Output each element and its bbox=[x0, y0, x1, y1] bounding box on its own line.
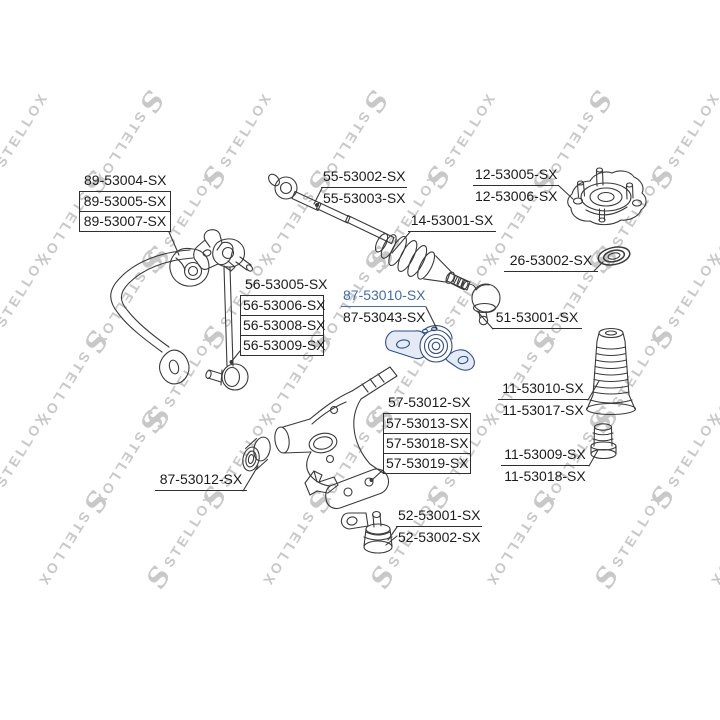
part-number: 57-53013-SX bbox=[386, 415, 469, 431]
part-number: 11-53017-SX bbox=[502, 402, 584, 418]
label-group-bump-stop: 11-53009-SX 11-53018-SX bbox=[501, 446, 589, 485]
drawing-stabilizer-bar bbox=[110, 249, 194, 385]
label-tie-rod-end: 51-53001-SX bbox=[492, 309, 582, 329]
drawing-inner-tie-rod bbox=[268, 173, 395, 245]
drawing-bearing-ring bbox=[597, 246, 631, 266]
part-number: 11-53010-SX bbox=[498, 380, 588, 400]
part-number: 56-53006-SX bbox=[243, 297, 326, 313]
label-bearing-ring: 26-53002-SX bbox=[504, 252, 598, 272]
drawing-bump-stop bbox=[590, 423, 617, 460]
label-group-control-arm: 57-53012-SX 57-53013-SX 57-53018-SX 57-5… bbox=[383, 394, 471, 474]
part-number-box: 57-53013-SX 57-53018-SX 57-53019-SX bbox=[383, 413, 471, 474]
part-number: 55-53002-SX bbox=[321, 168, 407, 188]
part-number: 12-53006-SX bbox=[475, 188, 558, 204]
part-number: 57-53019-SX bbox=[384, 453, 470, 471]
label-group-stabilizer-bushing: 89-53004-SX 89-53005-SX 89-53007-SX bbox=[79, 172, 171, 232]
part-number: 89-53007-SX bbox=[80, 211, 170, 231]
part-number: 89-53004-SX bbox=[84, 172, 167, 188]
label-group-strut-mount: 12-53005-SX 12-53006-SX bbox=[473, 166, 559, 205]
label-group-arm-bushing-bracket: 87-53010-SX 87-53043-SX bbox=[341, 287, 426, 326]
drawing-stabilizer-link bbox=[205, 238, 254, 391]
part-number: 89-53005-SX bbox=[83, 193, 167, 209]
drawing-stabilizer-bushing bbox=[169, 247, 210, 287]
part-number: 11-53018-SX bbox=[504, 468, 586, 484]
drawing-arm-bushing-bracket-highlighted[interactable] bbox=[385, 325, 475, 371]
label-group-inner-tie-rod: 55-53002-SX 55-53003-SX bbox=[321, 168, 407, 207]
leader-lines bbox=[168, 185, 604, 546]
label-group-ball-joint: 52-53001-SX 52-53002-SX bbox=[396, 507, 482, 546]
label-group-dust-boot: 11-53010-SX 11-53017-SX bbox=[498, 380, 588, 419]
part-number: 12-53005-SX bbox=[473, 166, 559, 186]
drawing-front-bushing bbox=[242, 436, 271, 472]
drawing-stabilizer-bracket bbox=[193, 229, 236, 272]
part-number: 55-53003-SX bbox=[323, 190, 406, 206]
part-number: 56-53008-SX bbox=[241, 315, 326, 333]
part-number: 57-53018-SX bbox=[384, 433, 470, 451]
part-number-box: 56-53006-SX 56-53008-SX 56-53009-SX bbox=[240, 295, 326, 356]
drawing-ball-joint bbox=[340, 510, 393, 554]
drawing-dust-boot bbox=[585, 327, 637, 416]
part-number-highlighted[interactable]: 87-53010-SX bbox=[341, 287, 426, 307]
label-front-bushing: 87-53012-SX bbox=[155, 471, 247, 491]
part-number: 52-53002-SX bbox=[398, 529, 481, 545]
label-steering-boot: 14-53001-SX bbox=[408, 212, 496, 232]
part-number: 11-53009-SX bbox=[501, 446, 589, 466]
part-number-box: 89-53005-SX 89-53007-SX bbox=[79, 191, 171, 232]
label-group-stabilizer-link: 56-53005-SX 56-53006-SX 56-53008-SX 56-5… bbox=[240, 276, 328, 356]
drawing-tie-rod-end bbox=[446, 272, 501, 326]
part-number: 52-53001-SX bbox=[396, 507, 482, 527]
part-number: 56-53005-SX bbox=[245, 276, 328, 292]
part-number: 56-53009-SX bbox=[241, 335, 326, 353]
drawing-strut-mount bbox=[567, 167, 647, 226]
drawing-control-arm bbox=[274, 366, 398, 510]
part-number: 57-53012-SX bbox=[388, 394, 471, 410]
part-number: 87-53043-SX bbox=[343, 309, 426, 325]
